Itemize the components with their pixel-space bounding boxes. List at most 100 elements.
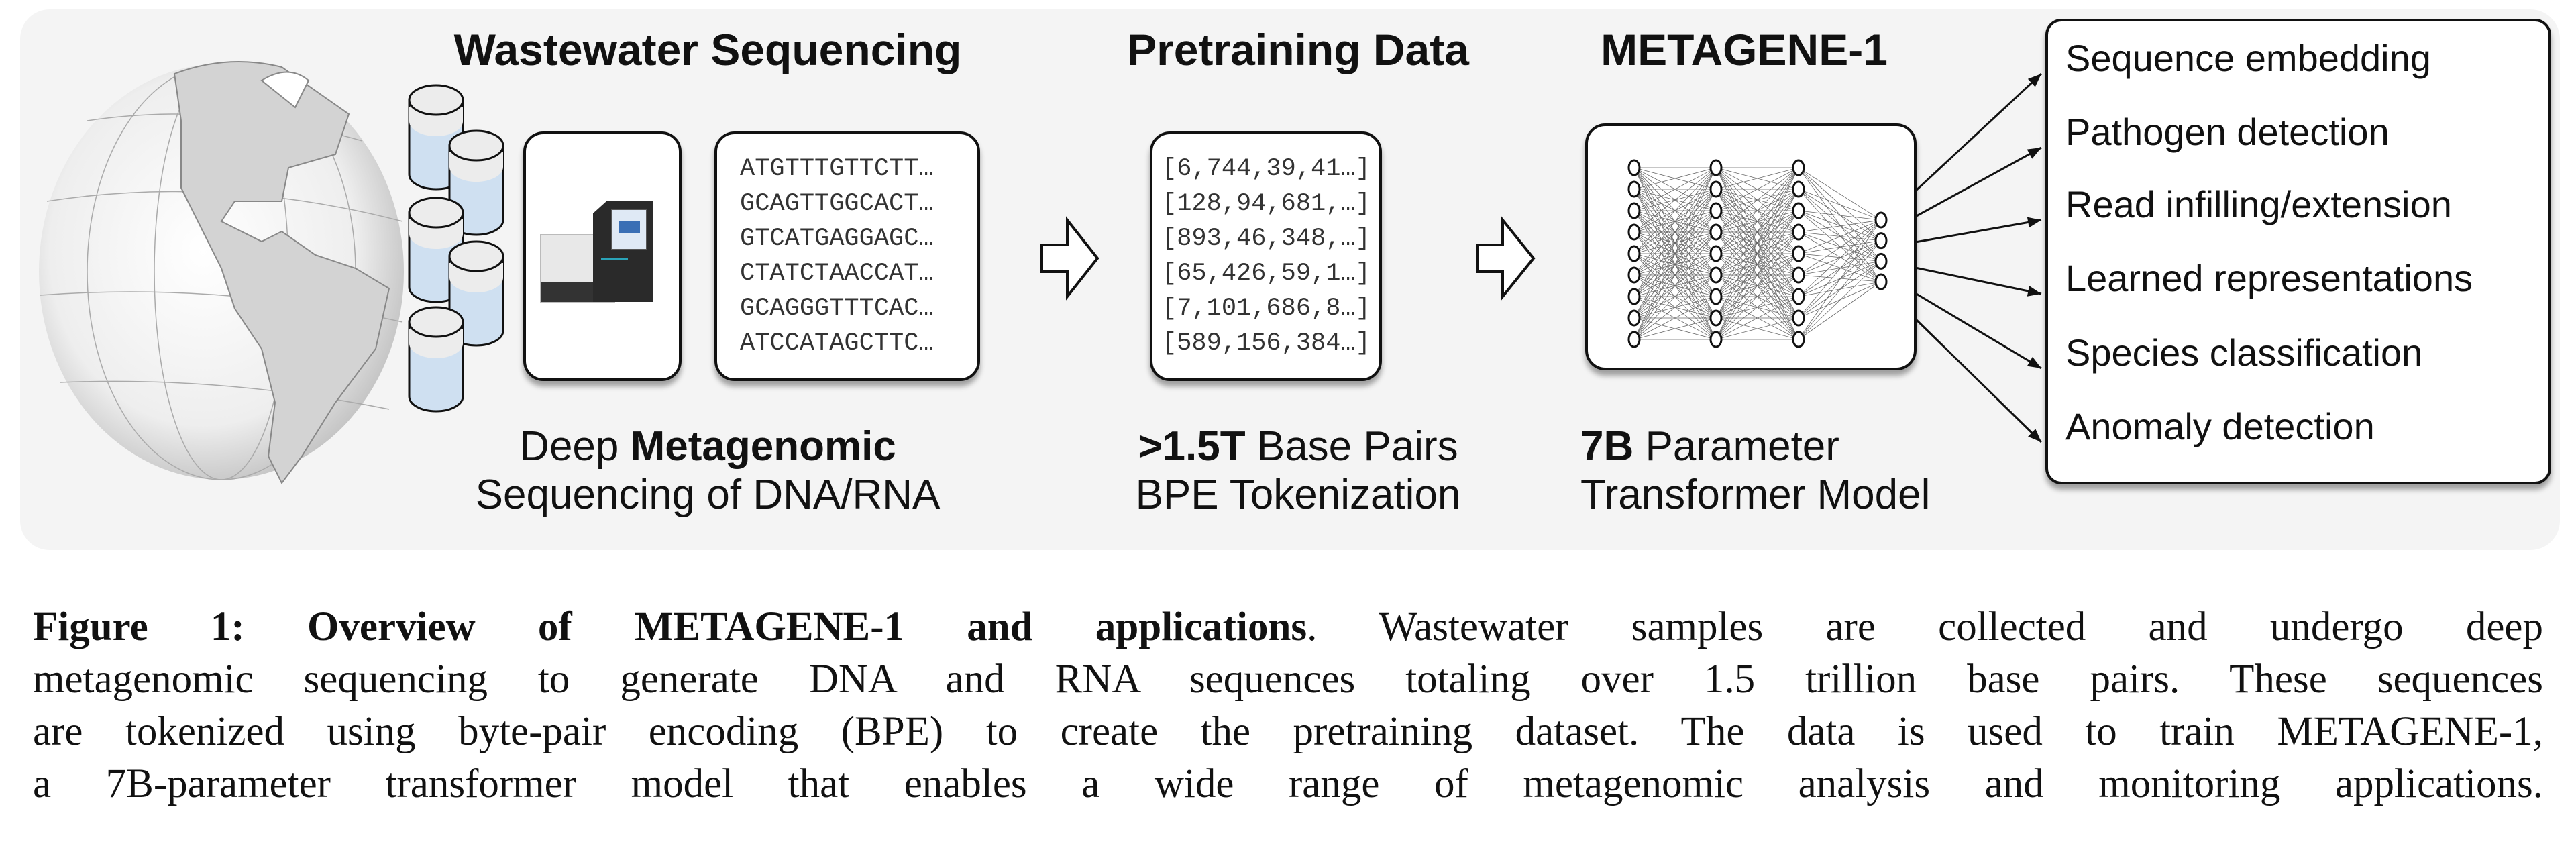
nn-connection [1633, 231, 1717, 340]
arrowhead-icon [2027, 286, 2041, 297]
nn-connection [1798, 210, 1882, 221]
nn-connection [1633, 210, 1717, 340]
caption-text: . Wastewater samples are collected and u… [1307, 604, 2543, 649]
label-text: Sequencing of DNA/RNA [475, 472, 941, 518]
dna-sequence: ATCCATAGCTTC… [740, 329, 934, 358]
nn-connection [1798, 167, 1882, 241]
label-line: Deep Metagenomic [433, 423, 983, 471]
label-line: 7B Parameter [1580, 423, 2037, 471]
application-item: Pathogen detection [2065, 111, 2390, 153]
nn-node [1792, 266, 1805, 284]
nn-connection [1798, 167, 1882, 282]
nn-connection [1798, 189, 1882, 262]
nn-connection [1715, 167, 1799, 233]
stage-label-model: 7B Parameter Transformer Model [1580, 423, 2037, 523]
application-arrows [1914, 72, 2043, 443]
nn-connection [1633, 167, 1717, 297]
label-bold-text: 7B [1580, 423, 1634, 470]
neural-network-icon [1627, 159, 1888, 348]
nn-connection [1798, 231, 1882, 282]
nn-connection [1633, 189, 1717, 340]
nn-connection [1715, 167, 1799, 211]
nn-connection [1798, 210, 1882, 242]
application-item: Species classification [2065, 331, 2423, 374]
label-bold-text: >1.5T [1138, 423, 1246, 470]
nn-connection [1715, 167, 1799, 276]
nn-connection [1798, 189, 1882, 282]
dna-sequence: CTATCTAACCAT… [740, 260, 934, 288]
nn-connection [1798, 210, 1882, 282]
label-text: Deep [519, 423, 631, 470]
nn-node [1627, 245, 1641, 262]
nn-connection [1715, 167, 1799, 190]
nn-connection [1633, 167, 1717, 340]
caption-line: are tokenized using byte-pair encoding (… [33, 709, 2543, 754]
nn-node [1709, 223, 1723, 241]
nn-node [1709, 288, 1723, 305]
nn-node [1792, 180, 1805, 198]
nn-connection [1715, 296, 1799, 340]
nn-node [1792, 288, 1805, 305]
nn-connection [1798, 281, 1882, 319]
block-arrow-icon [1476, 216, 1536, 301]
nn-connection [1633, 167, 1717, 276]
nn-connection [1715, 317, 1799, 340]
nn-node [1627, 202, 1641, 219]
dna-sequence: GTCATGAGGAGC… [740, 225, 934, 253]
nn-connection [1798, 240, 1882, 340]
nn-node [1627, 266, 1641, 284]
nn-connection [1798, 231, 1882, 242]
figure-caption: Figure 1: Overview of METAGENE-1 and app… [33, 594, 2543, 815]
nn-connection [1798, 210, 1882, 262]
nn-node [1709, 180, 1723, 198]
token-sequence: [893,46,348,…] [1162, 225, 1371, 253]
nn-node [1709, 245, 1723, 262]
nn-connection [1715, 253, 1799, 340]
nn-node [1627, 223, 1641, 241]
nn-connection [1715, 167, 1799, 319]
caption-line: metagenomic sequencing to generate DNA a… [33, 657, 2543, 702]
nn-connection [1715, 274, 1799, 340]
nn-node [1792, 331, 1805, 348]
nn-connection [1633, 274, 1717, 340]
sequencer-icon [540, 201, 653, 303]
nn-connection [1798, 261, 1882, 340]
nn-node [1874, 252, 1888, 270]
arrowhead-icon [2028, 429, 2041, 442]
nn-connection [1715, 231, 1799, 340]
nn-connection [1798, 261, 1882, 319]
application-arrow [1914, 72, 2043, 193]
application-arrow [1915, 292, 2042, 370]
nn-connection [1798, 231, 1882, 262]
label-text: BPE Tokenization [1135, 472, 1461, 518]
nn-node [1792, 245, 1805, 262]
nn-connection [1798, 219, 1882, 319]
stage-title-model: METAGENE-1 [1601, 25, 1888, 74]
nn-connection [1633, 317, 1717, 340]
application-item: Sequence embedding [2065, 37, 2431, 79]
nn-node [1874, 232, 1888, 250]
token-sequence: [7,101,686,8…] [1162, 295, 1371, 323]
nn-node [1874, 273, 1888, 290]
nn-node [1627, 288, 1641, 305]
token-sequence: [589,156,384…] [1162, 329, 1371, 358]
nn-connection [1798, 240, 1882, 254]
nn-connection [1798, 240, 1882, 297]
sample-tube-icon [408, 197, 464, 303]
nn-node [1709, 331, 1723, 348]
nn-connection [1798, 219, 1882, 233]
nn-node [1792, 223, 1805, 241]
nn-connection [1798, 167, 1882, 221]
token-sequence: [65,426,59,1…] [1162, 260, 1371, 288]
stage-title-sequencing: Wastewater Sequencing [453, 25, 962, 74]
figure-graphics [39, 61, 2043, 484]
nn-connection [1798, 253, 1882, 262]
nn-node [1709, 266, 1723, 284]
nn-connection [1798, 274, 1882, 282]
nn-connection [1633, 296, 1717, 340]
application-arrow [1914, 317, 2043, 443]
nn-node [1709, 202, 1723, 219]
label-text: Transformer Model [1580, 472, 1931, 518]
nn-connection [1798, 281, 1882, 297]
